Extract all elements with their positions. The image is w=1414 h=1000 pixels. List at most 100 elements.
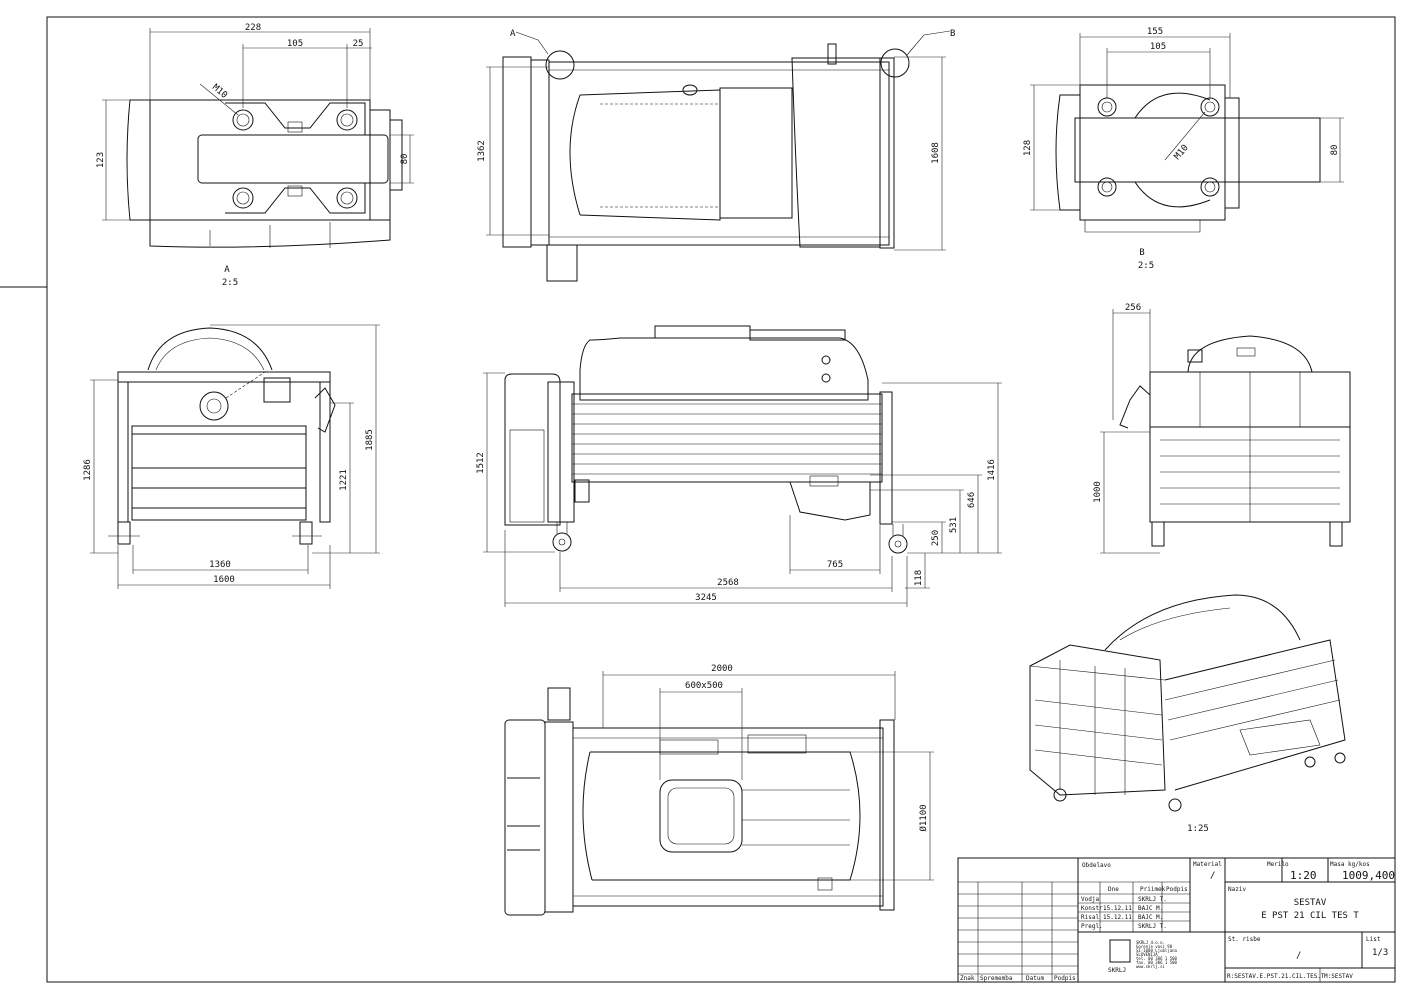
tb-rev-sprememba: Sprememba [980,975,1013,982]
dim-side-2568: 2568 [717,578,739,588]
thread-a-m10: M10 [210,83,229,101]
detail-a-view [102,28,414,248]
side-view [483,325,1002,607]
detail-b-view [1030,33,1344,233]
tb-row-date: 15.12.11 [1103,914,1132,921]
dim-a-80: 80 [400,154,410,165]
tb-masa: 1009,400 [1342,869,1395,882]
tb-st-risbe-label: St. risbe [1228,936,1261,943]
detail-a-scale: 2:5 [222,278,238,288]
tb-naziv-2: E PST 21 CIL TES T [1261,911,1359,921]
tb-col-podpis: Podpis [1166,886,1188,893]
dim-top-1362: 1362 [477,140,487,162]
wheel-icon [1168,798,1182,812]
dim-front-1360: 1360 [209,560,231,570]
dim-plan-2000: 2000 [711,664,733,674]
wheel-icon [1053,788,1067,802]
detail-b-label: B [1139,248,1144,258]
thread-b-m10: M10 [1173,143,1191,162]
tb-naziv-label: Naziv [1228,886,1246,893]
dim-b-80: 80 [1330,145,1340,156]
strap [1074,117,1321,183]
dim-front-1885: 1885 [365,429,375,451]
bolt-hole-icon [1097,97,1117,117]
tb-company-line: SI-1000 Ljubljana [1136,948,1178,953]
detail-b-scale: 2:5 [1138,261,1154,271]
dim-front-1221: 1221 [339,469,349,491]
dim-front-1600: 1600 [213,575,235,585]
bolt-hole-icon [336,187,358,209]
tb-m-ref: M:SESTAV [1324,973,1353,980]
detail-a-label: A [224,265,230,275]
dim-b-155: 155 [1147,27,1163,37]
dim-side-1416: 1416 [987,459,997,481]
tb-col-dne: Dne [1108,886,1119,893]
tb-row-role: Pregl. [1081,923,1103,930]
top-view [486,30,951,282]
tb-rev-znak: Znak [960,975,975,982]
tb-company-line: Gorenje vasi 90 [1136,944,1173,949]
dim-side-250: 250 [931,530,941,546]
tb-file-ref: R:SESTAV.E.PST.21.CIL.TES.T [1227,973,1325,980]
tb-rev-podpis: Podpis [1054,975,1076,982]
bolt-hole-icon [1097,177,1117,197]
bolt-hole-icon [232,109,254,131]
dim-a-105: 105 [287,39,303,49]
tb-row-date: 15.12.11 [1103,905,1132,912]
tb-obdelavo: Obdelavo [1082,862,1111,869]
door-hatch [659,779,743,853]
tb-merilo-label: Merilo [1267,861,1289,868]
tb-merilo: 1:20 [1290,869,1317,882]
plan-view [504,671,934,916]
tb-rev-datum: Datum [1026,975,1044,982]
sheet-border [46,16,1396,983]
front-view [90,324,380,589]
tb-row-name: BAJC M. [1138,905,1163,912]
bolt-hole-icon [1200,177,1220,197]
tb-company-line: SLOVENIJA [1136,952,1158,957]
dim-a-228: 228 [245,23,261,33]
wheel-icon [1304,756,1316,768]
tb-row-role: Vodja [1081,896,1099,903]
tb-material-label: Material [1193,861,1222,868]
iso-scale: 1:25 [1187,824,1209,834]
dim-side-1512: 1512 [476,452,486,474]
tb-naziv-1: SESTAV [1294,898,1327,908]
tb-row-name: SKRLJ T. [1138,896,1167,903]
wheel-icon [552,532,572,552]
dim-front-1286: 1286 [83,459,93,481]
company-logo-icon [1109,939,1131,963]
tb-list-label: List [1366,936,1381,943]
tb-company-line: SKRLJ d.o.o. [1136,940,1165,945]
dim-side-3245: 3245 [695,593,717,603]
tb-row-role: Konstr. [1081,905,1106,912]
hub-icon [199,391,229,421]
tb-material: / [1210,871,1215,881]
tb-list: 1/3 [1372,948,1388,958]
dim-side-646: 646 [967,492,977,508]
tb-row-role: Risal [1081,914,1099,921]
callout-b-label: B [950,29,955,39]
dim-side-118: 118 [914,570,924,586]
tb-st-risbe: / [1296,951,1301,961]
dim-plan-600x500: 600x500 [685,681,723,691]
bolt-hole-icon [232,187,254,209]
strap [197,134,389,184]
isometric-view [1029,594,1346,812]
dim-b-105: 105 [1150,42,1166,52]
dim-side-765: 765 [827,560,843,570]
title-block [957,857,1396,983]
tb-masa-label: Masa kg/kos [1330,861,1370,868]
dim-a-25: 25 [353,39,364,49]
callout-circle-b [880,48,910,78]
callout-a-label: A [510,29,516,39]
tb-row-name: BAJC M. [1138,914,1163,921]
dim-plan-1100: Ø1100 [918,804,929,831]
callout-circle-a [545,50,575,80]
wheel-icon [888,534,908,554]
tb-company-logo-text: SKRLJ [1108,967,1126,974]
tb-company-line: www.skrlj.si [1136,964,1165,969]
dim-side-531: 531 [949,517,959,533]
dim-top-1608: 1608 [931,142,941,164]
wheel-icon [1334,752,1346,764]
